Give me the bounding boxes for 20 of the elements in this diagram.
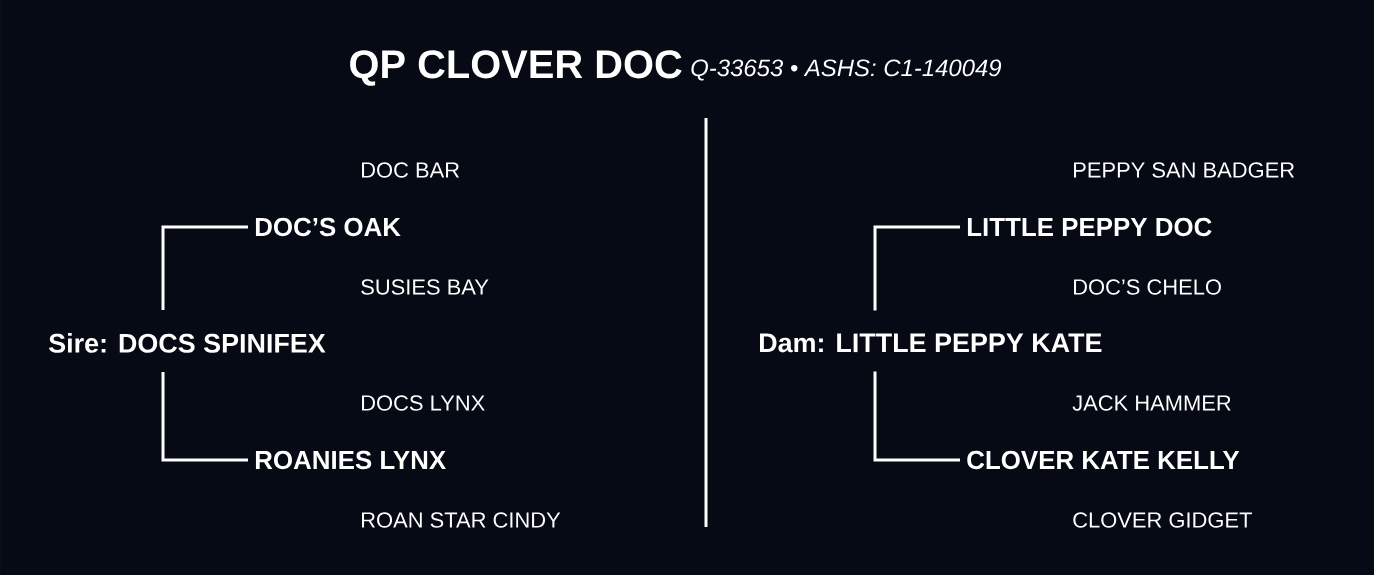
bracket-connector xyxy=(873,225,960,311)
pedigree-name: Sire: DOCS SPINIFEX xyxy=(49,333,326,353)
pedigree-name: CLOVER KATE KELLY xyxy=(967,450,1240,470)
grandparent-name: ROAN STAR CINDY xyxy=(362,512,561,528)
grandparent-name: DOCS LYNX xyxy=(362,395,485,411)
grandparent-name: DOC BAR xyxy=(362,162,460,178)
grandparent-name: JACK HAMMER xyxy=(1072,395,1231,411)
grandparent-name: PEPPY SAN BADGER xyxy=(1074,162,1295,178)
grandparent-name: CLOVER GIDGET xyxy=(1073,512,1252,528)
pedigree-name: Dam: LITTLE PEPPY KATE xyxy=(760,333,1102,353)
grandparent-name: DOC’S CHELO xyxy=(1074,279,1221,295)
bracket-connector xyxy=(161,372,248,462)
title: QP CLOVER DOC xyxy=(350,50,682,86)
registration-number: Q-33653 • ASHS: C1-140049 xyxy=(691,59,1002,81)
pedigree-name: LITTLE PEPPY DOC xyxy=(967,217,1212,237)
bracket-connector xyxy=(873,371,960,462)
pedigree-name: ROANIES LYNX xyxy=(255,450,446,470)
bracket-connector xyxy=(161,225,248,310)
grandparent-name: SUSIES BAY xyxy=(361,279,489,295)
pedigree-name: DOC’S OAK xyxy=(255,217,401,237)
